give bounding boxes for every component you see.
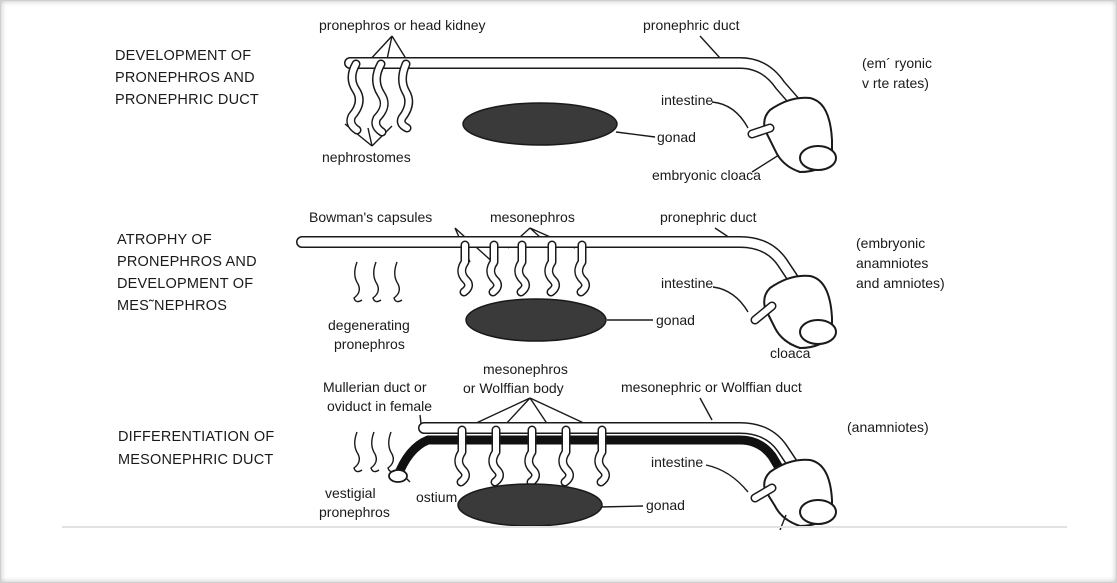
- degenerating-label-2: pronephros: [334, 336, 405, 352]
- mesonephros-label-3: mesonephros: [483, 361, 568, 377]
- pronephros-label: pronephros or head kidney: [319, 17, 486, 33]
- panel-3-title-line-1: DIFFERENTIATION OF: [118, 429, 274, 445]
- embryonic-cloaca: [752, 98, 836, 172]
- wolffian-duct: [424, 428, 798, 472]
- ostium-label: ostium: [416, 489, 457, 505]
- wolffian-body-leaders: [472, 398, 588, 425]
- intestine-leader: [712, 102, 748, 128]
- intestine-leader-2: [713, 287, 748, 312]
- gonad-label-3: gonad: [646, 497, 685, 513]
- intestine-label: intestine: [661, 92, 713, 108]
- intestine-leader-3: [706, 465, 748, 492]
- mesonephric-tubules: [462, 245, 586, 292]
- panel-1-title-line-3: PRONEPHRIC DUCT: [115, 92, 259, 108]
- pronephric-tubules: [351, 64, 409, 132]
- panel-3: DIFFERENTIATION OF MESONEPHRIC DUCT (ana…: [118, 361, 929, 530]
- panel-3-note-line-1: (anamniotes): [847, 419, 929, 435]
- panel-2-note-line-2: anamniotes: [856, 255, 928, 271]
- pronephric-duct: [350, 63, 800, 108]
- cloaca-2: [755, 276, 836, 348]
- gonad-leader-3: [600, 506, 643, 507]
- intestine-label-2: intestine: [661, 275, 713, 291]
- pronephric-duct-label-2: pronephric duct: [660, 209, 757, 225]
- panel-2-title-line-3: DEVELOPMENT OF: [117, 276, 253, 292]
- panel-2-note-line-3: and amniotes): [856, 275, 945, 291]
- bowmans-capsules-label: Bowman's capsules: [309, 209, 432, 225]
- panel-1-title-line-1: DEVELOPMENT OF: [115, 48, 251, 64]
- gonad-label-2: gonad: [656, 312, 695, 328]
- gonad-label: gonad: [657, 129, 696, 145]
- gonad-2: [466, 299, 606, 341]
- gonad-3: [458, 484, 602, 526]
- vestigial-label-2: pronephros: [319, 504, 390, 520]
- intestine-label-3: intestine: [651, 454, 703, 470]
- panel-2-title-line-2: PRONEPHROS AND: [117, 254, 257, 270]
- cloaca-label: embryonic cloaca: [652, 167, 761, 183]
- wolffian-body-label: or Wolffian body: [463, 380, 564, 396]
- pronephric-duct-label: pronephric duct: [643, 17, 740, 33]
- degenerating-pronephros: [354, 262, 402, 302]
- pronephric-duct-leader: [700, 36, 720, 58]
- gonad-leader: [616, 132, 655, 137]
- panel-1-note-line-2: v rte rates): [862, 75, 929, 91]
- wolffian-duct-label: mesonephric or Wolffian duct: [621, 379, 802, 395]
- panel-2-title-line-4: MES˜NEPHROS: [117, 298, 227, 314]
- panel-3-title-line-2: MESONEPHRIC DUCT: [118, 452, 273, 468]
- panel-1: DEVELOPMENT OF PRONEPHROS AND PRONEPHRIC…: [115, 17, 932, 183]
- gonad: [463, 103, 617, 145]
- vestigial-label: vestigial: [325, 485, 376, 501]
- nephrostomes-label: nephrostomes: [322, 149, 411, 165]
- panel-2-note-line-1: (embryonic: [856, 235, 925, 251]
- vestigial-pronephros: [354, 432, 396, 472]
- mesonephros-label: mesonephros: [490, 209, 575, 225]
- cloaca-3: [755, 460, 836, 530]
- wolffian-duct-leader: [700, 398, 712, 420]
- mullerian-label: Mullerian duct or: [323, 379, 427, 395]
- panel-2-title-line-1: ATROPHY OF: [117, 232, 212, 248]
- degenerating-label: degenerating: [328, 317, 410, 333]
- panel-1-note-line-1: (em´ ryonic: [862, 55, 932, 71]
- panel-1-title-line-2: PRONEPHROS AND: [115, 70, 255, 86]
- panel-2: ATROPHY OF PRONEPHROS AND DEVELOPMENT OF…: [117, 209, 945, 361]
- mullerian-label-2: oviduct in female: [327, 398, 432, 414]
